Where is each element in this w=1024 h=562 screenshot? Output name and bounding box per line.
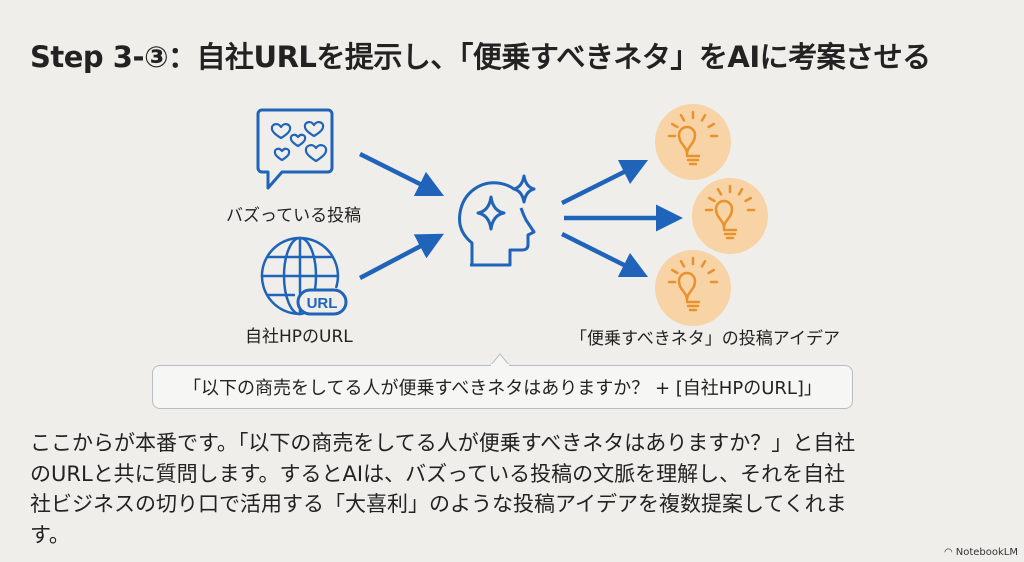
prompt-text: 「以下の商売をしてる人が便乗すべきネタはありますか？ + [自社HPのURL]」	[183, 378, 822, 399]
slide-title: Step 3-③：自社URLを提示し、「便乗すべきネタ」をAIに考案させる	[30, 40, 931, 74]
prompt-box: 「以下の商売をしてる人が便乗すべきネタはありますか？ + [自社HPのURL]」	[152, 365, 853, 409]
buzz-post-label: バズっている投稿	[226, 206, 362, 226]
body-line: す。	[30, 522, 70, 547]
body-line: ここからが本番です。「以下の商売をしてる人が便乗すべきネタはありますか？」と自社	[30, 431, 856, 455]
arrow-buzz-to-ai	[358, 151, 445, 197]
prompt-pointer	[490, 353, 510, 366]
lightbulb-icon	[692, 178, 768, 254]
output-arrows	[560, 159, 683, 278]
ai-head-icon	[458, 174, 536, 267]
url-badge-text: URL	[307, 295, 338, 312]
globe-url-icon	[260, 236, 348, 316]
body-line: 社ビジネスの切り口で活用する「大喜利」のような投稿アイデアを複数提案してくれま	[30, 492, 847, 516]
output-ideas-label: 「便乗すべきネタ」の投稿アイデア	[570, 329, 840, 349]
chat-hearts-icon	[256, 108, 334, 190]
notebooklm-watermark: ◠ NotebookLM	[944, 547, 1018, 558]
arrow-url-to-ai	[358, 233, 444, 280]
brand-text: NotebookLM	[955, 547, 1018, 558]
body-line: のURLと共に質問します。するとAIは、バズっている投稿の文脈を理解し、それを自…	[30, 461, 846, 486]
lightbulb-icon	[655, 104, 731, 180]
input-arrows	[358, 151, 445, 280]
notebooklm-logo-icon: ◠	[944, 547, 953, 558]
lightbulb-icon	[655, 250, 731, 326]
body-text: ここからが本番です。「以下の商売をしてる人が便乗すべきネタはありますか？」と自社…	[30, 428, 855, 550]
company-url-label: 自社HPのURL	[245, 327, 353, 347]
